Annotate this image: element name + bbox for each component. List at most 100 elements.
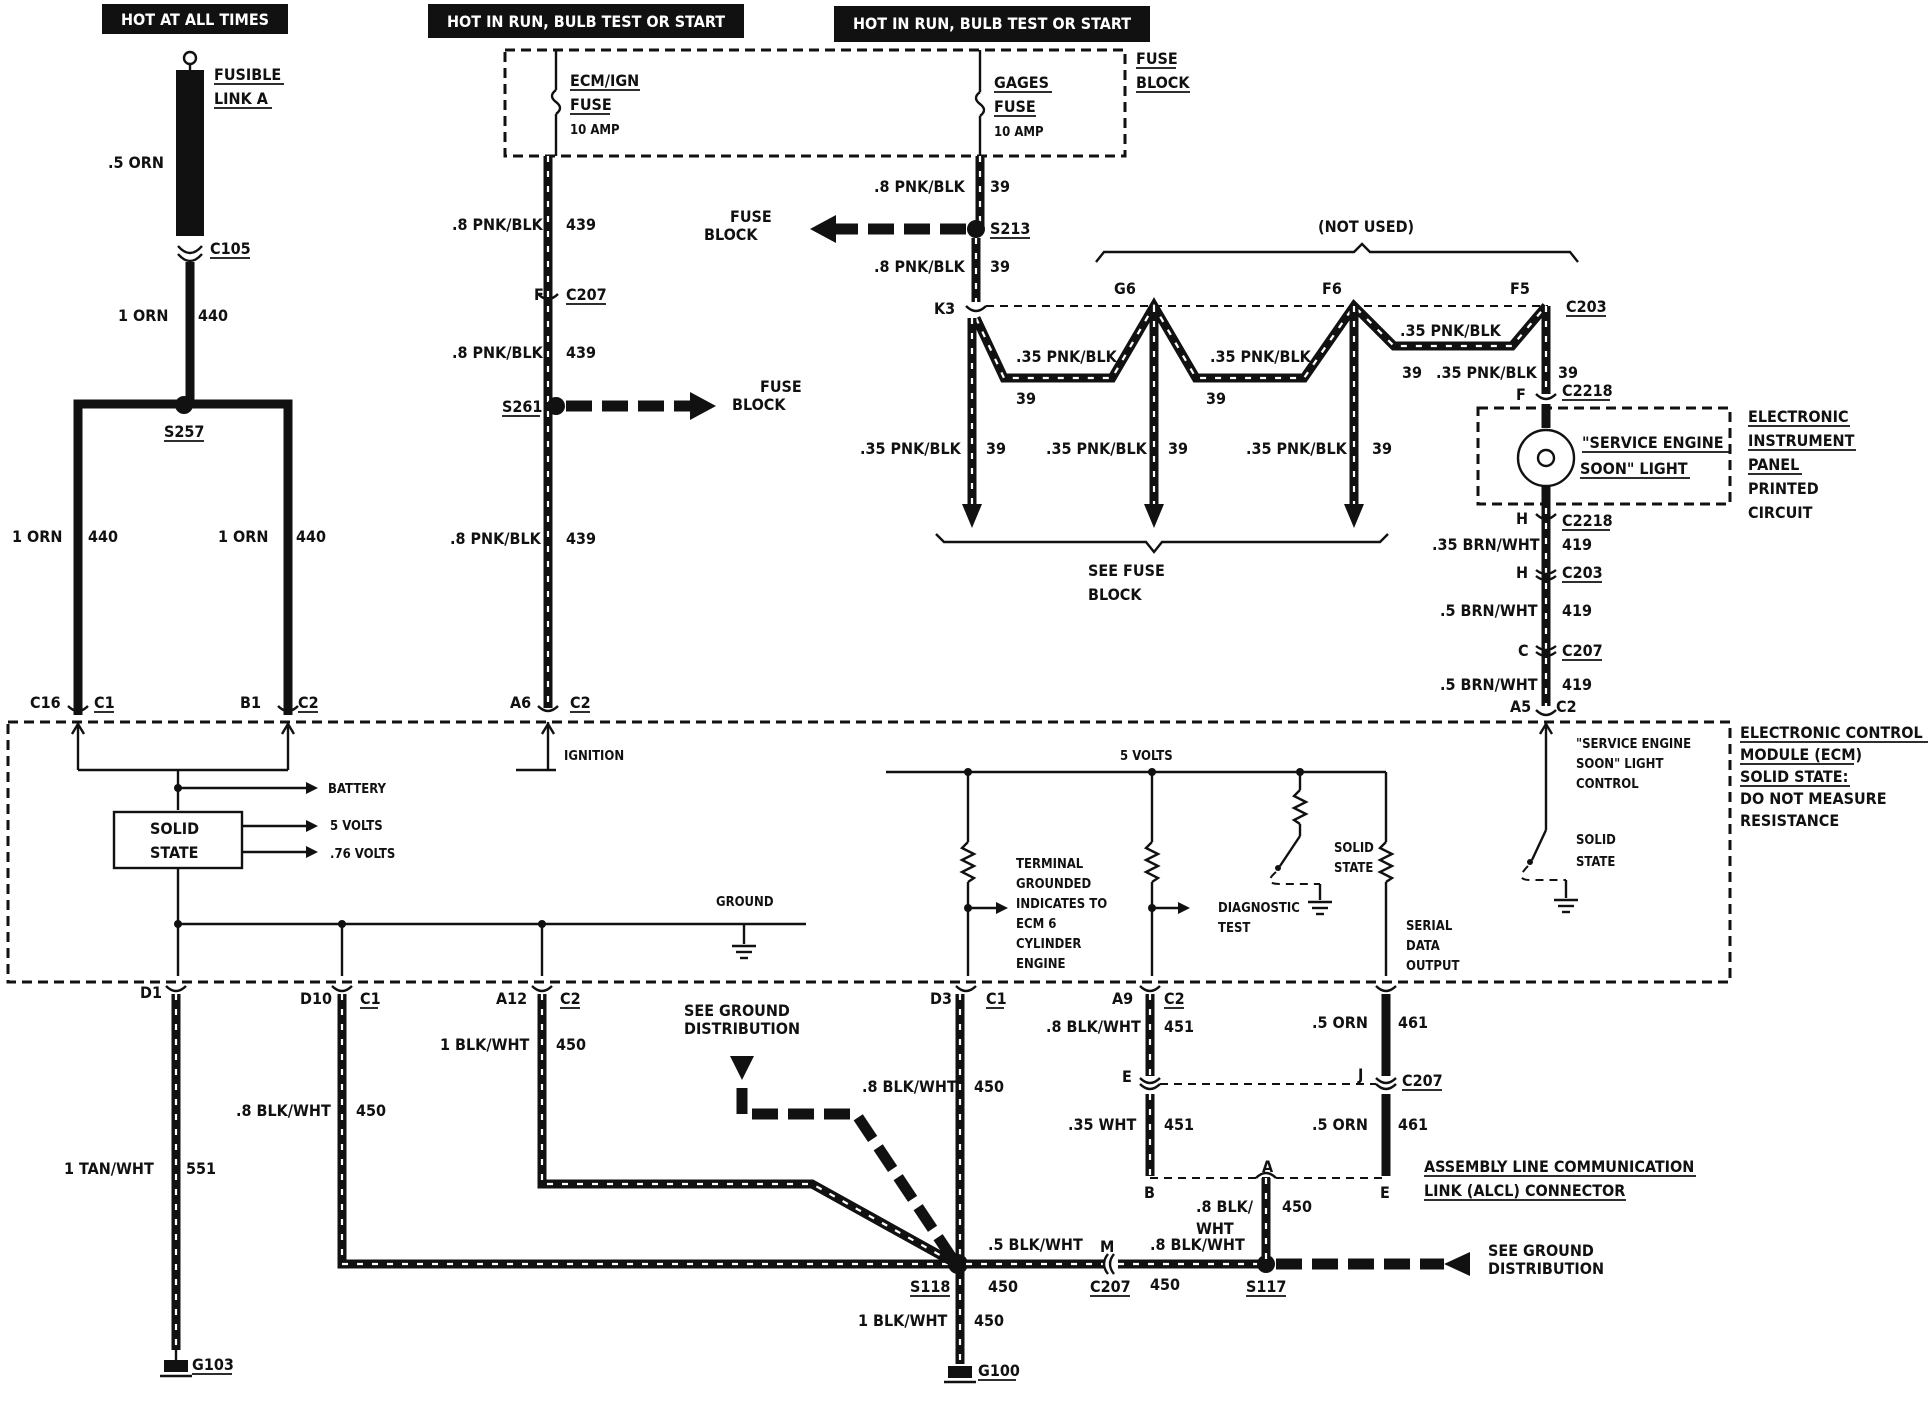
svg-text:A6: A6 xyxy=(510,693,531,712)
circuit-450: S118 G100 xyxy=(337,994,1020,1384)
svg-text:439: 439 xyxy=(566,215,596,234)
svg-text:C2: C2 xyxy=(570,693,591,712)
svg-text:450: 450 xyxy=(974,1311,1004,1330)
header-hot-in-run-2: HOT IN RUN, BULB TEST OR START xyxy=(834,6,1150,42)
ecm-ses-control: "SERVICE ENGINE SOON" LIGHT CONTROL SOLI… xyxy=(1520,721,1691,914)
svg-text:G100: G100 xyxy=(978,1361,1020,1380)
svg-text:F6: F6 xyxy=(1322,279,1342,298)
svg-text:HOT IN RUN, BULB TEST OR START: HOT IN RUN, BULB TEST OR START xyxy=(447,12,725,31)
svg-text:DATA: DATA xyxy=(1406,939,1440,954)
connector-c105: C105 xyxy=(177,239,251,263)
svg-text:.5 BRN/WHT: .5 BRN/WHT xyxy=(1440,601,1538,620)
svg-text:PRINTED: PRINTED xyxy=(1748,479,1819,498)
svg-text:C2: C2 xyxy=(298,693,319,712)
svg-text:10 AMP: 10 AMP xyxy=(994,125,1044,140)
svg-text:C2218: C2218 xyxy=(1562,511,1613,530)
svg-text:DO NOT MEASURE: DO NOT MEASURE xyxy=(1740,789,1887,808)
svg-text:DISTRIBUTION: DISTRIBUTION xyxy=(684,1019,800,1038)
ecm-top-pins: C16 C1 B1 C2 A6 C2 A5 C2 xyxy=(30,693,1577,717)
svg-text:419: 419 xyxy=(1562,675,1592,694)
svg-text:1 ORN: 1 ORN xyxy=(118,306,168,325)
svg-text:39: 39 xyxy=(1372,439,1392,458)
eipc-box: "SERVICE ENGINE SOON" LIGHT xyxy=(1476,404,1732,508)
svg-text:K3: K3 xyxy=(934,299,955,318)
svg-text:ENGINE: ENGINE xyxy=(1016,957,1066,972)
svg-text:39: 39 xyxy=(1402,363,1422,382)
svg-text:B1: B1 xyxy=(240,693,261,712)
svg-text:ELECTRONIC CONTROL: ELECTRONIC CONTROL xyxy=(1740,723,1923,742)
svg-text:1 BLK/WHT: 1 BLK/WHT xyxy=(858,1311,948,1330)
svg-text:BATTERY: BATTERY xyxy=(328,782,386,797)
svg-text:STATE: STATE xyxy=(150,843,199,862)
ecm-ign-fuse: ECM/IGN FUSE 10 AMP xyxy=(550,50,640,156)
svg-text:440: 440 xyxy=(88,527,118,546)
svg-text:450: 450 xyxy=(1150,1275,1180,1294)
svg-text:SOON" LIGHT: SOON" LIGHT xyxy=(1580,459,1688,478)
svg-text:SEE FUSE: SEE FUSE xyxy=(1088,561,1165,580)
svg-text:E: E xyxy=(1380,1183,1390,1202)
svg-text:C203: C203 xyxy=(1562,563,1603,582)
c2218-top: F C2218 xyxy=(1516,381,1613,404)
svg-text:C207: C207 xyxy=(566,285,607,304)
svg-text:SOLID: SOLID xyxy=(1576,833,1616,848)
svg-text:F5: F5 xyxy=(1510,279,1530,298)
svg-text:1 BLK/WHT: 1 BLK/WHT xyxy=(440,1035,530,1054)
svg-text:C2: C2 xyxy=(560,989,581,1008)
ecm-label: ELECTRONIC CONTROL MODULE (ECM) SOLID ST… xyxy=(1740,723,1928,830)
svg-text:.8 BLK/WHT: .8 BLK/WHT xyxy=(1150,1235,1245,1254)
svg-text:LINK A: LINK A xyxy=(214,89,269,108)
svg-text:SOLID: SOLID xyxy=(150,819,199,838)
ecm-bottom-pins: D1 D10 C1 A12 C2 D3 C1 A9 C2 xyxy=(140,983,1397,1009)
ecm-power-section: BATTERY SOLID STATE 5 VOLTS .76 VOLTS GR… xyxy=(70,721,806,976)
svg-text:FUSIBLE: FUSIBLE xyxy=(214,65,281,84)
svg-text:IGNITION: IGNITION xyxy=(564,749,624,764)
svg-text:H: H xyxy=(1516,509,1528,528)
svg-text:C207: C207 xyxy=(1402,1071,1443,1090)
svg-text:WHT: WHT xyxy=(1196,1219,1234,1238)
svg-text:.35 PNK/BLK: .35 PNK/BLK xyxy=(1016,347,1118,366)
svg-text:INSTRUMENT: INSTRUMENT xyxy=(1748,431,1855,450)
svg-text:439: 439 xyxy=(566,343,596,362)
svg-text:.35 PNK/BLK: .35 PNK/BLK xyxy=(860,439,962,458)
svg-text:450: 450 xyxy=(556,1035,586,1054)
svg-text:1 TAN/WHT: 1 TAN/WHT xyxy=(64,1159,154,1178)
svg-text:.35 PNK/BLK: .35 PNK/BLK xyxy=(1246,439,1348,458)
svg-text:ECM 6: ECM 6 xyxy=(1016,917,1056,932)
svg-text:SERIAL: SERIAL xyxy=(1406,919,1453,934)
svg-text:DISTRIBUTION: DISTRIBUTION xyxy=(1488,1259,1604,1278)
svg-text:5 VOLTS: 5 VOLTS xyxy=(1120,749,1173,764)
svg-text:FUSE: FUSE xyxy=(994,97,1036,116)
svg-text:C2: C2 xyxy=(1164,989,1185,1008)
svg-text:FUSE: FUSE xyxy=(1136,49,1178,68)
svg-text:419: 419 xyxy=(1562,601,1592,620)
svg-text:C1: C1 xyxy=(986,989,1007,1008)
svg-text:H: H xyxy=(1516,563,1528,582)
svg-text:ASSEMBLY LINE COMMUNICATION: ASSEMBLY LINE COMMUNICATION xyxy=(1424,1157,1694,1176)
svg-text:"SERVICE ENGINE: "SERVICE ENGINE xyxy=(1576,737,1691,752)
svg-text:C: C xyxy=(1518,641,1529,660)
drop-arrows xyxy=(935,306,1389,554)
ecm-box xyxy=(6,720,1732,984)
svg-text:.8 PNK/BLK: .8 PNK/BLK xyxy=(452,343,544,362)
svg-text:450: 450 xyxy=(974,1077,1004,1096)
ecm-ignition: IGNITION xyxy=(516,721,624,772)
svg-text:S261: S261 xyxy=(502,397,542,416)
svg-text:DIAGNOSTIC: DIAGNOSTIC xyxy=(1218,901,1300,916)
svg-text:440: 440 xyxy=(296,527,326,546)
svg-text:A: A xyxy=(1262,1157,1274,1176)
svg-text:A9: A9 xyxy=(1112,989,1133,1008)
svg-text:.5 BLK/WHT: .5 BLK/WHT xyxy=(988,1235,1083,1254)
svg-text:D10: D10 xyxy=(300,989,332,1008)
svg-text:SOLID: SOLID xyxy=(1334,841,1374,856)
svg-text:10 AMP: 10 AMP xyxy=(570,123,620,138)
svg-text:C203: C203 xyxy=(1566,297,1607,316)
svg-text:SOLID STATE:: SOLID STATE: xyxy=(1740,767,1848,786)
svg-text:D1: D1 xyxy=(140,983,162,1002)
svg-text:.5 ORN: .5 ORN xyxy=(1312,1013,1368,1032)
svg-text:.35 PNK/BLK: .35 PNK/BLK xyxy=(1436,363,1538,382)
svg-text:.8 BLK/WHT: .8 BLK/WHT xyxy=(236,1101,331,1120)
svg-text:.5 BRN/WHT: .5 BRN/WHT xyxy=(1440,675,1538,694)
svg-text:419: 419 xyxy=(1562,535,1592,554)
svg-text:BLOCK: BLOCK xyxy=(732,395,786,414)
